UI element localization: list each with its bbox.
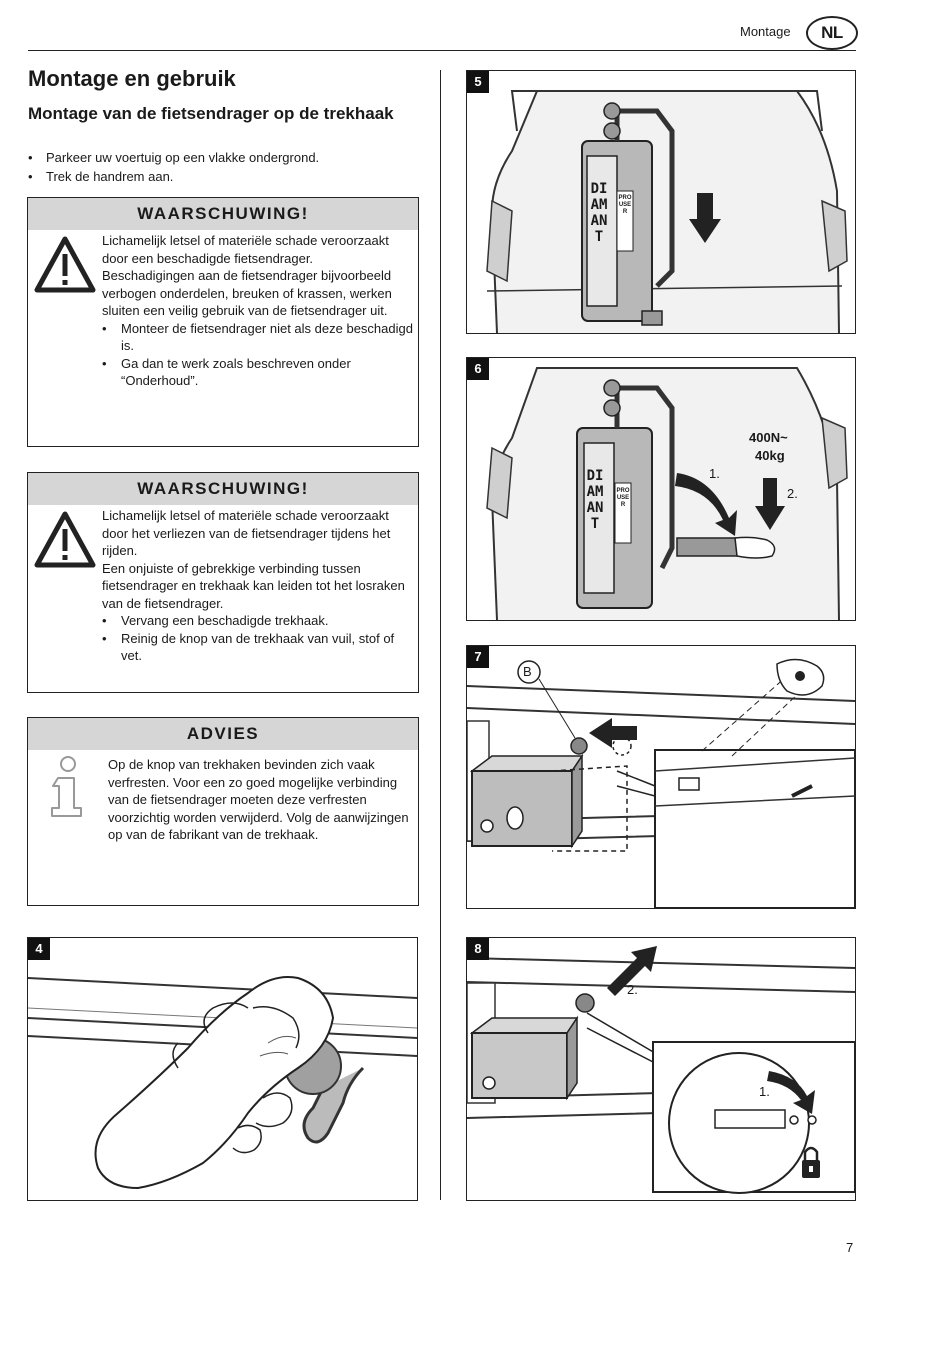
warning-triangle-icon (34, 511, 96, 574)
figure-number: 7 (467, 646, 489, 668)
section-subtitle: Montage van de fietsendrager op de trekh… (28, 104, 394, 123)
warning-paragraph: Lichamelijk letsel of materiële schade v… (102, 233, 389, 266)
warning-box-damage: WAARSCHUWING! Lichamelijk letsel of mate… (27, 197, 419, 447)
warning-list: Monteer de fietsendrager niet als deze b… (102, 320, 414, 390)
language-badge: NL (806, 16, 858, 50)
logo-label: PRO USER (616, 488, 630, 508)
figure-number: 4 (28, 938, 50, 960)
figure-number: 6 (467, 358, 489, 380)
header-section-label: Montage (740, 24, 791, 39)
step-label: 1. (759, 1084, 770, 1099)
lever-closing-illustration (486, 367, 848, 620)
warning-heading: WAARSCHUWING! (28, 198, 418, 230)
advice-paragraph: Op de knop van trekhaken bevinden zich v… (108, 757, 409, 842)
key-lock-check-illustration (467, 658, 855, 908)
warning-paragraph: Lichamelijk letsel of materiële schade v… (102, 508, 391, 558)
intro-list: Parkeer uw voertuig op een vlakke onderg… (28, 148, 428, 186)
warning-body: Lichamelijk letsel of materiële schade v… (102, 507, 414, 665)
figure-7: 7 B (466, 645, 856, 909)
page-number: 7 (846, 1240, 854, 1255)
list-item: Reinig de knop van de trekhaak van vuil,… (102, 630, 414, 665)
carrier-mounting-illustration (486, 90, 848, 333)
brand-label: DIAMANT (586, 468, 604, 532)
list-item: Vervang een beschadigde trekhaak. (102, 612, 414, 630)
tow-ball-cleaning-illustration (28, 976, 417, 1190)
column-divider (440, 70, 441, 1200)
figure-5: 5 DIAMANT PRO USER (466, 70, 856, 334)
logo-label: PRO USER (618, 195, 632, 215)
info-icon (48, 756, 88, 825)
page-title: Montage en gebruik (28, 66, 236, 91)
list-item: Trek de handrem aan. (28, 167, 428, 186)
advice-body: Op de knop van trekhaken bevinden zich v… (108, 756, 416, 844)
warning-triangle-icon (34, 236, 96, 299)
list-item: Ga dan te werk zoals beschreven onder “O… (102, 355, 414, 390)
figure-number: 8 (467, 938, 489, 960)
figure-6: 6 DIAMANT PRO USER 400N~ 40kg 1. 2. (466, 357, 856, 621)
list-item: Monteer de fietsendrager niet als deze b… (102, 320, 414, 355)
warning-paragraph: Een onjuiste of gebrekkige verbinding tu… (102, 560, 405, 611)
step-label: 2. (627, 982, 638, 997)
step-label: 2. (787, 486, 798, 501)
load-label-force: 400N~ (749, 430, 788, 445)
figure-number: 5 (467, 71, 489, 93)
warning-body: Lichamelijk letsel of materiële schade v… (102, 232, 414, 390)
brand-label: DIAMANT (590, 181, 608, 245)
callout-label: B (523, 664, 532, 679)
list-item: Parkeer uw voertuig op een vlakke onderg… (28, 148, 428, 167)
figure-4: 4 (27, 937, 418, 1201)
lock-turning-illustration (467, 946, 855, 1194)
warning-box-loss: WAARSCHUWING! Lichamelijk letsel of mate… (27, 472, 419, 693)
advice-box: ADVIES Op de knop van trekhaken bevinden… (27, 717, 419, 906)
warning-heading: WAARSCHUWING! (28, 473, 418, 505)
step-label: 1. (709, 466, 720, 481)
warning-list: Vervang een beschadigde trekhaak. Reinig… (102, 612, 414, 665)
advice-heading: ADVIES (28, 718, 418, 750)
warning-paragraph: Beschadigingen aan de fietsendrager bijv… (102, 268, 392, 318)
figure-8: 8 2. 1. (466, 937, 856, 1201)
header-divider (28, 50, 856, 51)
load-label-mass: 40kg (755, 448, 785, 463)
